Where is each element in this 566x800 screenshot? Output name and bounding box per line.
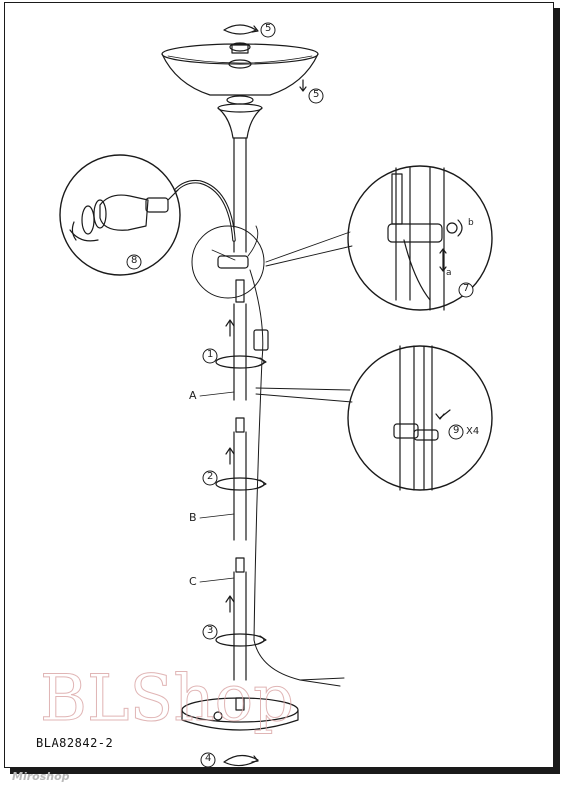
detail-b-label: b — [468, 218, 474, 228]
upper-pole — [234, 138, 246, 252]
rotate-arrow-top — [224, 25, 256, 34]
part-b-label: B — [189, 511, 197, 524]
rotate-arrow-base — [224, 755, 258, 765]
pole-segment-b — [234, 418, 246, 540]
detail-circle-9 — [348, 346, 492, 490]
step-7-text: 7 — [463, 283, 469, 294]
power-cord — [250, 270, 340, 686]
detail-circle-left-source — [192, 226, 264, 298]
bowl-shade — [162, 43, 318, 104]
detail-circle-8 — [60, 155, 180, 275]
detail-7-parts — [388, 168, 462, 310]
step-3-text: 3 — [207, 625, 213, 636]
step-8-text: 8 — [131, 255, 137, 266]
detail-9-parts — [394, 346, 450, 490]
watermark-corner: Miroshop — [12, 770, 70, 783]
rotate-ring-2 — [216, 478, 264, 490]
base-disc — [182, 698, 298, 730]
reading-lamp-head — [70, 190, 178, 241]
step-2-text: 2 — [207, 471, 213, 482]
step-9-text: 9 — [453, 425, 459, 436]
arm-bracket — [218, 256, 248, 268]
step-4-text: 4 — [205, 753, 211, 764]
rotate-ring-3 — [216, 634, 264, 646]
pole-segment-c — [234, 558, 246, 680]
detail-a-label: a — [446, 268, 452, 278]
rotate-ring-1 — [216, 356, 264, 368]
part-a-label: A — [189, 389, 197, 402]
step-1-text: 1 — [207, 349, 213, 360]
gooseneck — [176, 182, 234, 240]
part-c-label: C — [189, 575, 197, 588]
step-5b-text: 5 — [313, 89, 319, 100]
model-number: BLA82842-2 — [36, 736, 113, 750]
step-5a-text: 5 — [265, 23, 271, 34]
repeat-count: X4 — [466, 426, 479, 437]
